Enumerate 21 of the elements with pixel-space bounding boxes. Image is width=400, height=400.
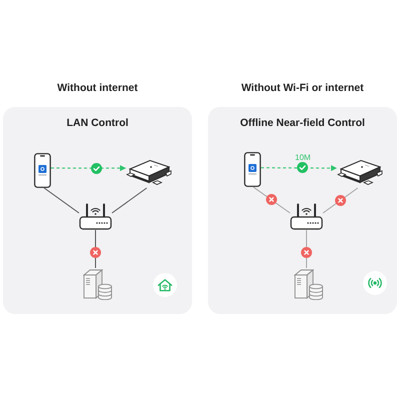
panel-title: LAN Control	[66, 117, 128, 130]
server-icon	[293, 268, 323, 300]
controller-box-icon	[337, 157, 383, 188]
panel-heading: Without internet	[57, 82, 138, 95]
connector-line	[306, 230, 307, 268]
server-icon	[82, 268, 112, 300]
connector-line	[44, 188, 80, 214]
smart-home-wifi-icon	[153, 273, 177, 297]
smartphone-icon	[244, 152, 261, 187]
wireless-signal-icon	[363, 271, 387, 295]
wifi-router-icon	[290, 203, 323, 230]
smartphone-icon	[34, 153, 51, 188]
wifi-router-icon	[79, 203, 112, 230]
connector-line	[95, 230, 96, 268]
panel-title: Offline Near-field Control	[240, 117, 365, 130]
dashed-arrow	[260, 165, 338, 172]
panel-heading: Without Wi-Fi or internet	[241, 82, 364, 95]
controller-box-icon	[126, 157, 172, 188]
connector-line	[112, 188, 148, 214]
connector-line	[252, 186, 290, 214]
dashed-arrow	[50, 165, 126, 172]
